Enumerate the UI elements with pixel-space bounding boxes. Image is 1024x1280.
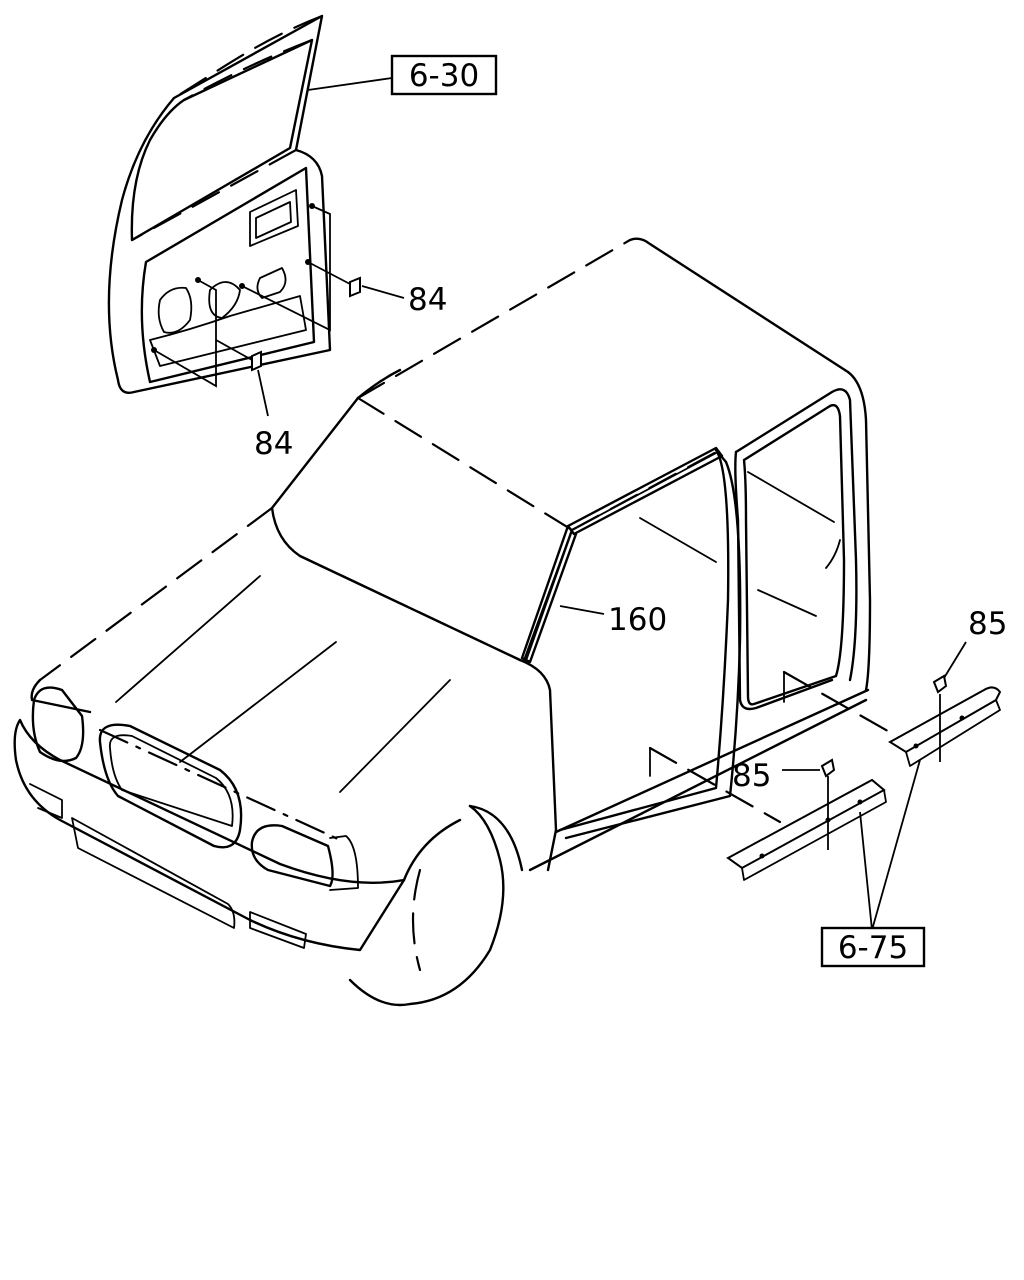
- scuff-plates: [559, 605, 1002, 931]
- callout-ref-6-75: 6-75: [820, 926, 926, 968]
- ref-box-6-30: [390, 54, 498, 96]
- callout-ref-6-30: 6-30: [390, 54, 498, 96]
- part-label-85-front: 85: [732, 758, 771, 794]
- part-label-84-upper: 84: [408, 282, 447, 318]
- ref-label-6-30: 6-30: [409, 58, 479, 94]
- vehicle-body: [13, 237, 902, 1007]
- ref-box-6-75: [820, 926, 926, 968]
- ref-label-6-75: 6-75: [838, 930, 908, 966]
- part-label-84-lower: 84: [254, 426, 293, 462]
- part-label-160: 160: [608, 602, 667, 638]
- part-label-85-rear: 85: [968, 606, 1007, 642]
- door-assembly: [107, 14, 405, 417]
